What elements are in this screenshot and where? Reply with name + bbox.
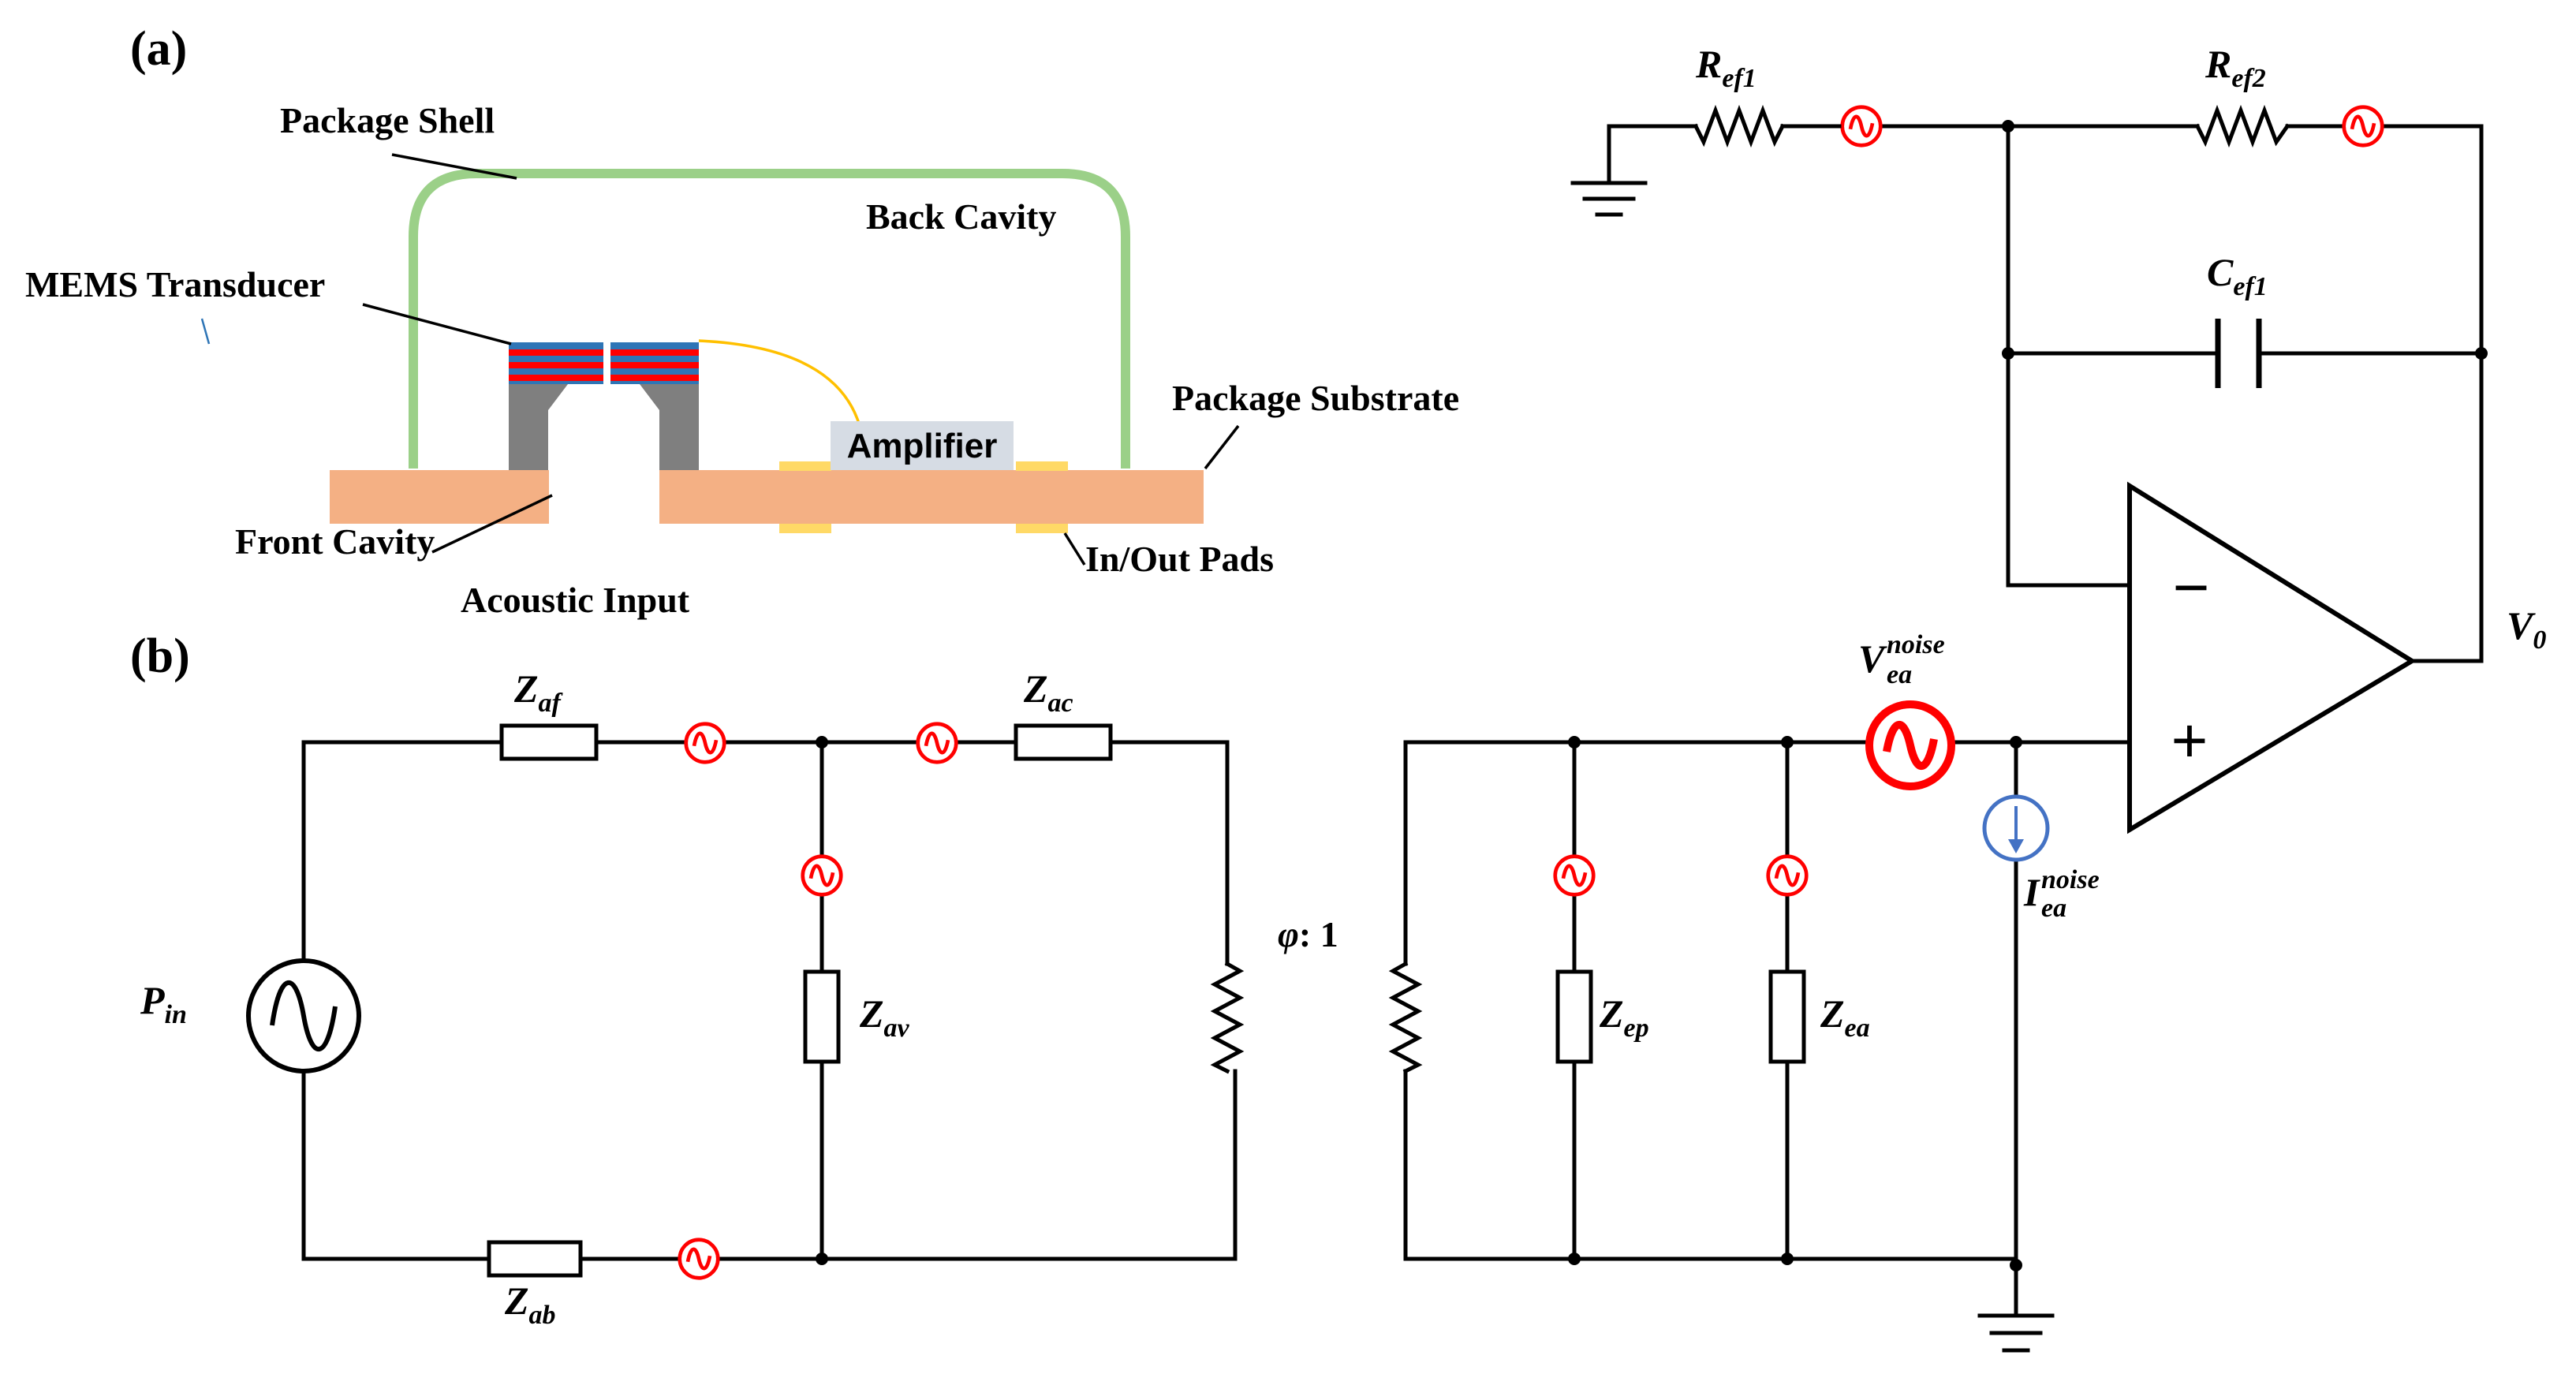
back-cavity-label: Back Cavity: [866, 196, 1057, 237]
ground-symbol-top: [1570, 124, 1648, 217]
cef1-capacitor: [2215, 319, 2262, 388]
zab-label: Zab: [504, 1279, 556, 1330]
pads-leader: [1063, 532, 1086, 566]
op-amp-minus: −: [2173, 552, 2210, 622]
node-elec-bottom-1: [1568, 1253, 1581, 1265]
mems-leader: [362, 303, 512, 345]
noise-source-icon: [1555, 857, 1594, 895]
panel-b-label: (b): [130, 629, 190, 683]
package-substrate-label: Package Substrate: [1172, 378, 1459, 418]
svg-text:ea: ea: [2041, 894, 2066, 923]
current-noise-source-icon: [1982, 794, 2050, 862]
package-shell: [409, 169, 1130, 469]
pad-bottom-left: [779, 524, 831, 533]
zea-label: Zea: [1820, 991, 1870, 1043]
wire-bond: [698, 339, 861, 427]
amplifier-label: Amplifier: [847, 427, 998, 465]
node-elec-top-3: [2010, 736, 2022, 749]
vnoise-label: V noise ea: [1858, 630, 1945, 689]
panel-a-label: (a): [130, 22, 187, 76]
node-fb-cap-left: [2002, 347, 2014, 360]
pad-bottom-right: [1016, 524, 1068, 533]
ref2-label: Ref2: [2205, 42, 2266, 93]
ref1-resistor: [1693, 104, 1786, 148]
node-elec-bottom-3: [2010, 1259, 2022, 1271]
svg-text:noise: noise: [1887, 630, 1945, 659]
zav-label: Zav: [859, 991, 910, 1043]
mems-stack: [509, 342, 699, 384]
noise-source-icon: [2344, 107, 2383, 146]
inoise-label: I noise ea: [2023, 865, 2100, 923]
zaf-resistor: [499, 723, 599, 761]
ref1-label: Ref1: [1695, 42, 1757, 93]
feedback-wires: [1607, 124, 2484, 663]
noise-source-icon: [680, 1240, 719, 1279]
stray-mark: [200, 318, 211, 345]
pin-source: [246, 958, 361, 1073]
frontcavity-leader: [431, 494, 553, 554]
svg-text:noise: noise: [2041, 865, 2100, 894]
in-out-pads-label: In/Out Pads: [1085, 539, 1274, 579]
noise-source-icon: [1842, 107, 1881, 146]
node-fb-top: [2002, 120, 2014, 133]
mems-support-right: [640, 384, 699, 470]
svg-text:ea: ea: [1887, 660, 1912, 689]
substrate-left: [330, 470, 549, 524]
ref2-resistor: [2194, 104, 2290, 148]
package-shell-label: Package Shell: [280, 100, 495, 140]
noise-source-icon: [686, 724, 725, 763]
node-elec-top-2: [1781, 736, 1794, 749]
pad-top-right: [1016, 461, 1068, 471]
pad-top-left: [779, 461, 831, 471]
zep-resistor: [1555, 969, 1593, 1064]
zac-label: Zac: [1023, 666, 1073, 718]
pin-label: Pin: [140, 978, 187, 1029]
transformer-primary-coil: [1210, 961, 1245, 1074]
zav-resistor: [803, 969, 841, 1064]
shell-leader: [391, 153, 517, 180]
zab-resistor: [487, 1240, 583, 1278]
substrate-leader: [1204, 424, 1240, 470]
zac-resistor: [1014, 723, 1113, 761]
svg-text:V: V: [1858, 637, 1887, 681]
node-elec-top-1: [1568, 736, 1581, 749]
ground-symbol-bottom: [1977, 1313, 2055, 1353]
amplifier-chip: [831, 421, 1014, 470]
turns-ratio-label: φ: 1: [1278, 914, 1338, 954]
front-cavity-label: Front Cavity: [235, 521, 435, 562]
cef1-label: Cef1: [2207, 250, 2268, 301]
zea-resistor: [1768, 969, 1806, 1064]
voltage-noise-source-icon: [1869, 704, 1951, 786]
op-amp-plus: +: [2171, 705, 2208, 775]
transformer-secondary-coil: [1388, 961, 1423, 1074]
mems-transducer-label: MEMS Transducer: [25, 264, 325, 304]
zaf-label: Zaf: [513, 666, 564, 718]
op-amp: [2127, 481, 2417, 834]
acoustic-input-label: Acoustic Input: [461, 580, 690, 620]
mems-support-left: [509, 384, 568, 470]
noise-source-icon: [1768, 857, 1807, 895]
node-fb-cap-right: [2475, 347, 2488, 360]
node-acoustic-bottom: [816, 1253, 828, 1265]
node-acoustic-top: [816, 736, 828, 749]
noise-source-icon: [918, 724, 957, 763]
vout-label: V0: [2507, 603, 2546, 655]
zep-label: Zep: [1599, 991, 1649, 1043]
substrate-right: [659, 470, 1204, 524]
node-elec-bottom-2: [1781, 1253, 1794, 1265]
svg-text:I: I: [2023, 870, 2040, 914]
acoustic-wires: [301, 740, 1238, 1261]
noise-source-icon: [803, 857, 842, 895]
